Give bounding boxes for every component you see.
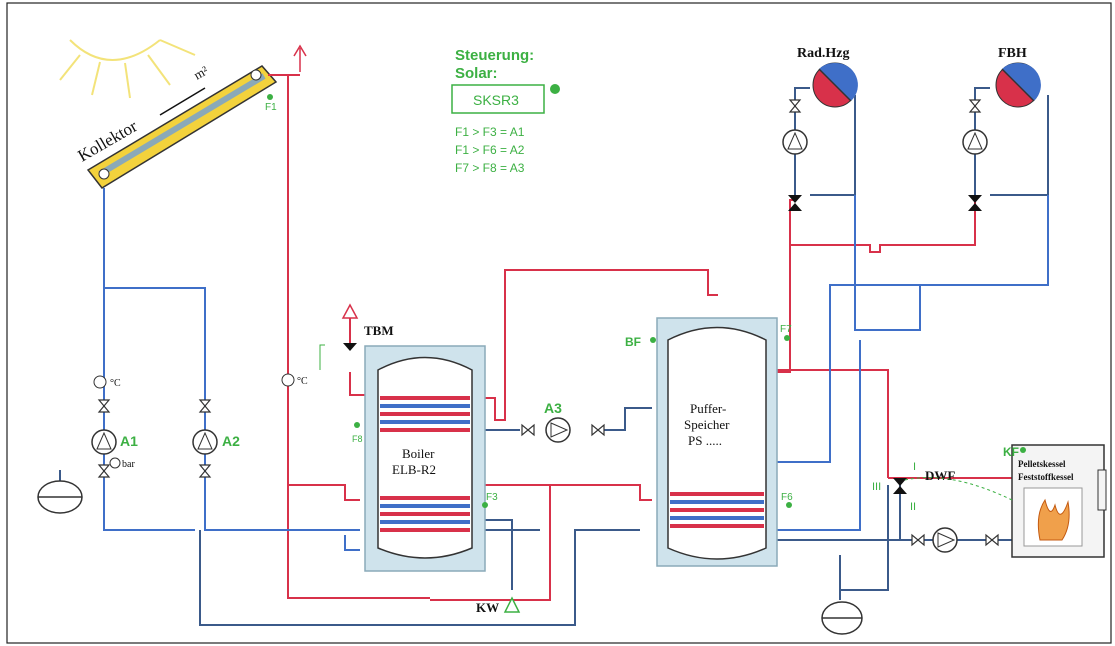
sensor-f1-icon bbox=[267, 94, 273, 100]
buffer-label-1: Puffer- bbox=[690, 401, 726, 416]
control-rule-2: F1 > F6 = A2 bbox=[455, 143, 525, 157]
radiator-heating-label: Rad.Hzg bbox=[797, 46, 850, 61]
pump-a2-icon bbox=[192, 429, 218, 455]
port-iii-label: III bbox=[872, 481, 881, 493]
port-i-label: I bbox=[913, 461, 916, 473]
cold-water-label: KW bbox=[476, 600, 499, 615]
pump-radiator-icon bbox=[782, 129, 808, 155]
cold-water-inlet-icon bbox=[503, 596, 521, 613]
pump-floor-icon bbox=[962, 129, 988, 155]
control-rule-3: F7 > F8 = A3 bbox=[455, 161, 525, 175]
sun-icon bbox=[59, 39, 196, 99]
mixing-valve-icons bbox=[343, 195, 982, 494]
buffer-label-3: PS ..... bbox=[688, 433, 722, 448]
sensor-f8-label: F8 bbox=[352, 434, 363, 444]
tbm-relief-icon bbox=[341, 303, 359, 319]
sensor-f7-label: F7 bbox=[780, 324, 792, 335]
buffer-label-2: Speicher bbox=[684, 417, 730, 432]
collector-panel bbox=[86, 65, 278, 189]
pellet-boiler bbox=[1011, 444, 1107, 558]
sensor-f1-label: F1 bbox=[265, 102, 277, 113]
controller-box bbox=[451, 84, 545, 114]
pellet-boiler-label-2: Feststoffkessel bbox=[1018, 472, 1074, 482]
dwf-label: DWF bbox=[925, 468, 955, 483]
control-dashed-line bbox=[904, 477, 1013, 501]
boiler-label-2: ELB-R2 bbox=[392, 462, 436, 477]
controller-heading: Steuerung: bbox=[455, 47, 534, 64]
pressure-gauge-icon bbox=[109, 457, 121, 469]
thermometer-flow-icon bbox=[281, 373, 295, 387]
pump-a1-label: A1 bbox=[120, 433, 138, 449]
valve-icons bbox=[97, 99, 999, 547]
sensor-f6-label: F6 bbox=[781, 492, 793, 503]
air-vent-icon bbox=[293, 44, 307, 72]
boiler-tank bbox=[364, 345, 486, 572]
collector-area-unit: m² bbox=[191, 63, 211, 83]
controller-subheading: Solar: bbox=[455, 65, 498, 82]
pump-a3-icon bbox=[545, 417, 571, 443]
pump-a2-label: A2 bbox=[222, 433, 240, 449]
sensor-bf-label: BF bbox=[625, 335, 641, 349]
pump-boiler-icon bbox=[932, 527, 958, 553]
sensor-icons bbox=[354, 335, 1026, 508]
radiator-heating-icon bbox=[812, 62, 858, 108]
thermometer-a1-icon bbox=[93, 375, 107, 389]
pump-a3-label: A3 bbox=[544, 400, 562, 416]
collector-area-line bbox=[159, 87, 206, 116]
thermometer-flow-unit: °C bbox=[297, 376, 308, 387]
port-ii-label: II bbox=[910, 501, 916, 513]
sensor-f3-label: F3 bbox=[486, 492, 498, 503]
floor-heating-label: FBH bbox=[998, 46, 1027, 61]
control-rule-1: F1 > F3 = A1 bbox=[455, 125, 525, 139]
boiler-label-1: Boiler bbox=[402, 446, 435, 461]
floor-heating-icon bbox=[995, 62, 1041, 108]
controller-name: SKSR3 bbox=[473, 92, 519, 108]
buffer-tank bbox=[656, 317, 778, 567]
controller-sensor-icon bbox=[550, 84, 560, 94]
pump-a1-icon bbox=[91, 429, 117, 455]
pressure-gauge-unit: bar bbox=[122, 459, 135, 470]
pellet-boiler-label-1: Pelletskessel bbox=[1018, 459, 1066, 469]
pipes bbox=[59, 74, 1049, 626]
frame bbox=[6, 2, 1112, 644]
thermometer-a1-unit: °C bbox=[110, 378, 121, 389]
sensor-kf-label: KF bbox=[1003, 445, 1019, 459]
tbm-label: TBM bbox=[364, 323, 394, 338]
